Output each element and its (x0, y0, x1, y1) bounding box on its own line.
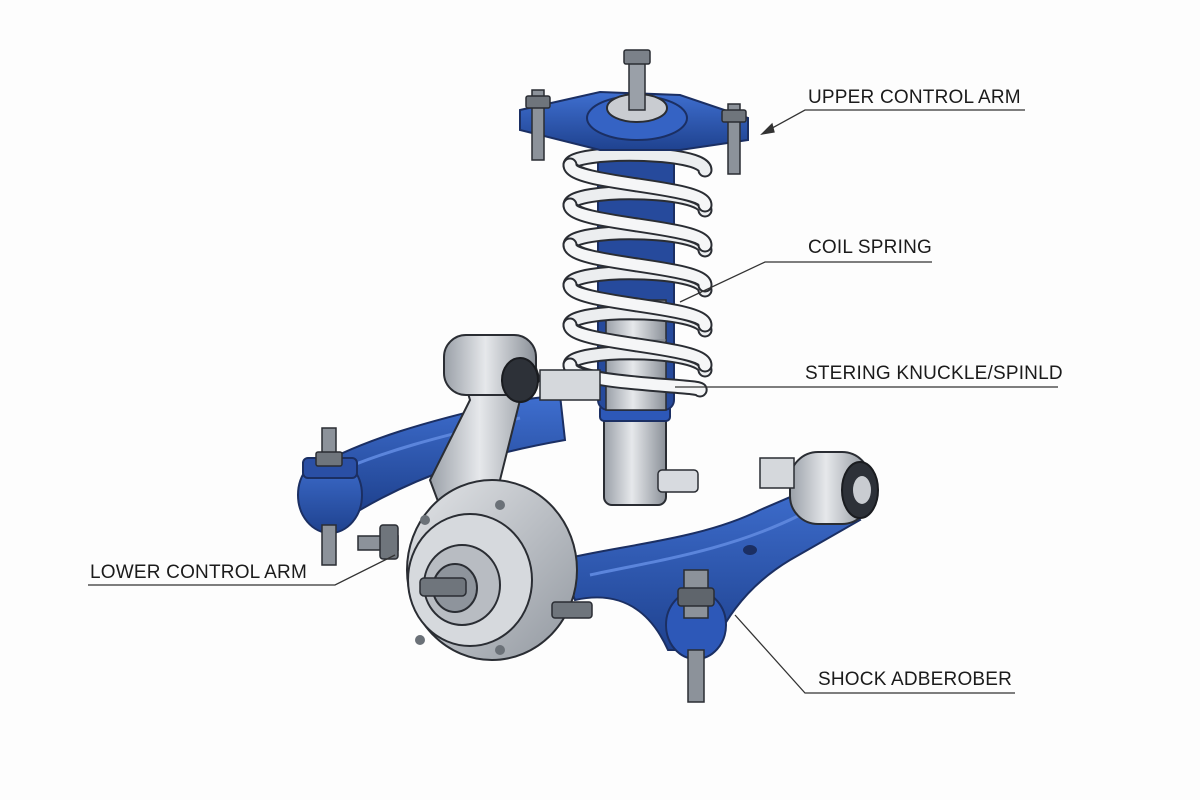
leader-coil (679, 261, 932, 303)
callout-shock-absorber: SHOCK ADBEROBER (818, 669, 1013, 690)
leader-upper-arrow (760, 122, 775, 135)
hub-icon (406, 479, 578, 661)
nut-icon (665, 569, 727, 703)
bolt-icon (623, 49, 651, 111)
leader-upper (764, 109, 1025, 133)
front-lower-arm (558, 478, 862, 651)
steering-knuckle (428, 334, 601, 521)
leader-lines (88, 109, 1058, 694)
bolt-icon (357, 524, 593, 619)
bushing-icon (759, 451, 879, 525)
callout-steering-knuckle: STERING KNUCKLE/SPINLD (805, 363, 1063, 384)
upper-mount-plate (519, 90, 749, 151)
callout-lower-control-arm: LOWER CONTROL ARM (90, 562, 307, 583)
bushing-icon (297, 456, 363, 534)
bolt-icon (315, 427, 343, 566)
bolt-icon (525, 89, 551, 161)
callout-upper-control-arm: UPPER CONTROL ARM (808, 87, 1021, 108)
leader-shock (734, 614, 1015, 694)
leader-lower (88, 554, 396, 586)
bolt-icon (721, 103, 747, 175)
callout-coil-spring: COIL SPRING (808, 237, 932, 258)
coil-spring (562, 146, 713, 398)
shock-lower-body (599, 404, 699, 506)
